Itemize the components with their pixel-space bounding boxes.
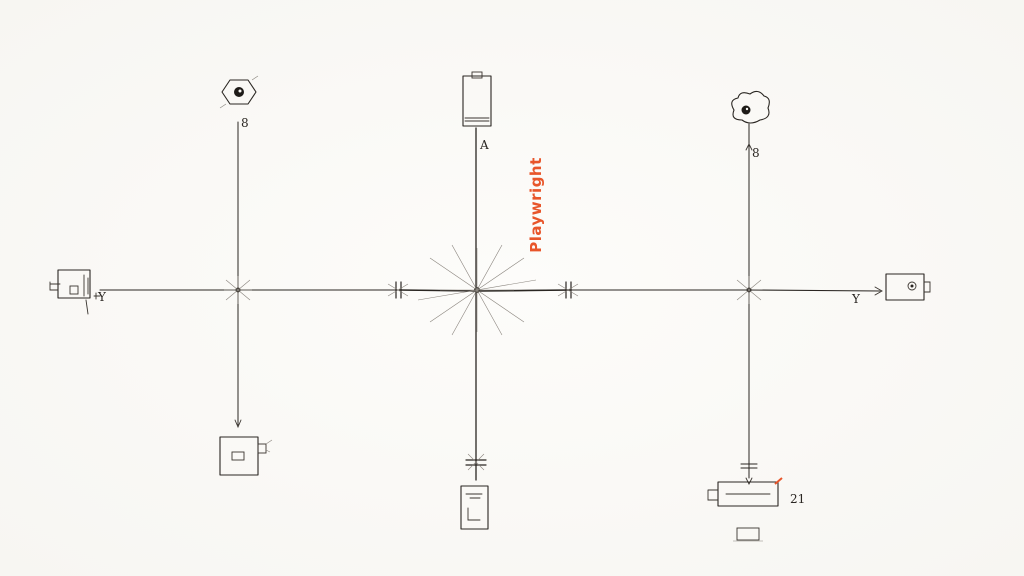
target-box-icon (885, 273, 931, 301)
tick-mark-left (387, 281, 409, 299)
cloud-camera-icon (731, 90, 770, 124)
tick-mark-bottom (465, 453, 487, 471)
tick-mark-right (557, 281, 579, 299)
device-panel-icon (462, 71, 492, 127)
junction-left (224, 276, 252, 304)
junction-right (736, 276, 762, 304)
label-left: Y (98, 290, 106, 304)
label-right: Y (852, 292, 860, 306)
printer-box-icon (707, 477, 783, 542)
tick-mark-bottom-right (740, 463, 758, 469)
junction-center (417, 244, 537, 336)
file-box-icon (460, 485, 489, 530)
server-box-icon (219, 436, 273, 476)
label-bottom-right: 21 (790, 492, 806, 506)
diagram-title: Playwright (526, 157, 545, 253)
label-top-center: A (480, 138, 489, 152)
label-top-right: 8 (752, 146, 760, 160)
terminal-box-icon (49, 269, 101, 315)
browser-eye-icon (219, 75, 259, 109)
label-top-left: 8 (241, 116, 249, 130)
